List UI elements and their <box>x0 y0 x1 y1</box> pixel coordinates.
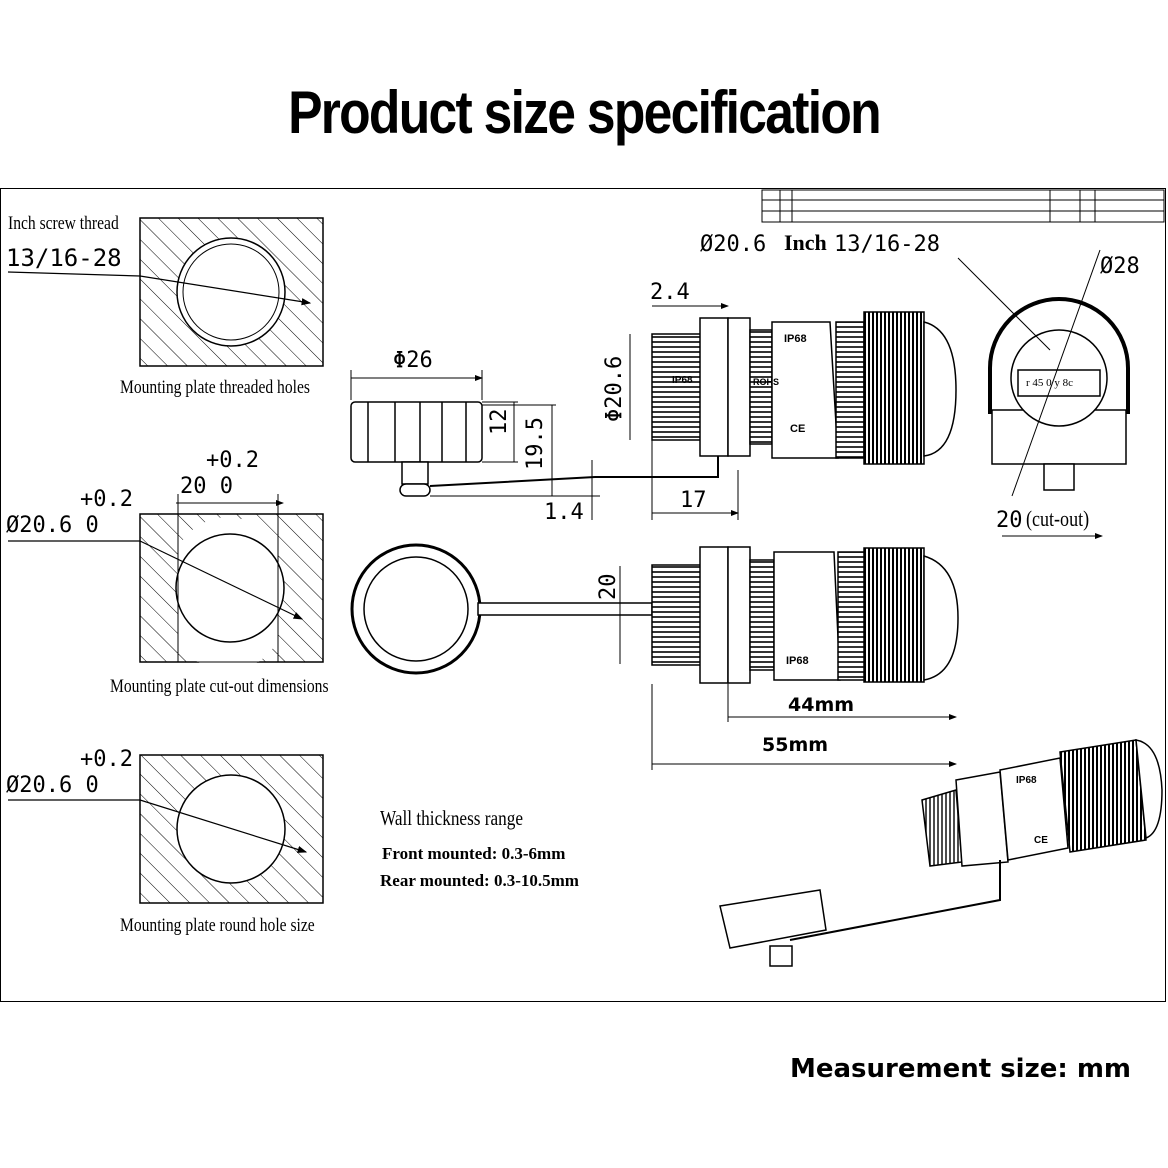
wall-front: Front mounted: 0.3-6mm <box>382 844 566 863</box>
length-44-label: 44mm <box>788 694 855 716</box>
round-hole-plate <box>8 754 324 904</box>
thread-dia-label: Φ20.6 <box>602 355 627 422</box>
inch-thread-label: Inch screw thread <box>8 213 119 234</box>
width-20-label: 20 <box>596 573 621 601</box>
cutout-width-tolerance: +0.2 <box>206 448 259 473</box>
ip-marking-thread: IP68 <box>672 375 693 386</box>
total-height-label: 19.5 <box>523 417 548 470</box>
cap-height-label: 12 <box>487 408 512 436</box>
cutout-dia-tolerance: +0.2 <box>80 487 133 512</box>
connector-isometric <box>719 739 1163 967</box>
round-dia-label: Ø20.6 0 <box>6 773 99 798</box>
outer-dia-label: Ø28 <box>1100 254 1140 279</box>
thread-spec-label: 13/16-28 <box>6 244 122 272</box>
round-caption: Mounting plate round hole size <box>120 915 315 936</box>
ce-marking: CE <box>790 423 806 435</box>
cutout-dia-label: Ø20.6 0 <box>6 513 99 538</box>
dust-cap-side <box>350 370 719 520</box>
threaded-caption: Mounting plate threaded holes <box>120 377 310 398</box>
ip-marking: IP68 <box>784 333 807 345</box>
measurement-note: Measurement size: mm <box>790 1054 1131 1084</box>
rohs-marking: ROHS <box>753 377 780 387</box>
inch-prefix-label: Inch <box>784 230 827 255</box>
ip-marking-iso: IP68 <box>1016 775 1037 786</box>
ce-marking-iso: CE <box>1034 835 1048 846</box>
top-dia-label: Ø20.6 <box>700 232 767 257</box>
cap-dia-label: Φ26 <box>393 348 433 373</box>
cutout-dim-label: 20 <box>996 508 1023 533</box>
connector-front-view <box>957 249 1130 539</box>
cutout-note-label: (cut-out) <box>1026 506 1090 531</box>
connector-side-top <box>629 303 957 520</box>
inch-spec-label: 13/16-28 <box>834 232 940 257</box>
drawing-sheet <box>0 188 1166 1002</box>
round-dia-tolerance: +0.2 <box>80 747 133 772</box>
nut-marking-label: r 45 0 y 8c <box>1026 377 1074 389</box>
wall-heading: Wall thickness range <box>380 806 524 830</box>
length-55-label: 55mm <box>762 734 829 756</box>
wall-rear: Rear mounted: 0.3-10.5mm <box>380 871 579 890</box>
threaded-hole-plate <box>7 217 324 367</box>
title-block <box>761 189 1165 223</box>
gap-label: 1.4 <box>544 500 584 525</box>
cutout-caption: Mounting plate cut-out dimensions <box>110 676 329 697</box>
flange-label: 2.4 <box>650 280 690 305</box>
cutout-plate <box>8 494 324 671</box>
page-title: Product size specification <box>288 79 882 146</box>
ip-marking-bottom: IP68 <box>786 655 809 667</box>
connector-side-bottom <box>350 543 959 770</box>
thread-length-label: 17 <box>680 488 707 513</box>
cutout-width-label: 20 0 <box>180 474 233 499</box>
